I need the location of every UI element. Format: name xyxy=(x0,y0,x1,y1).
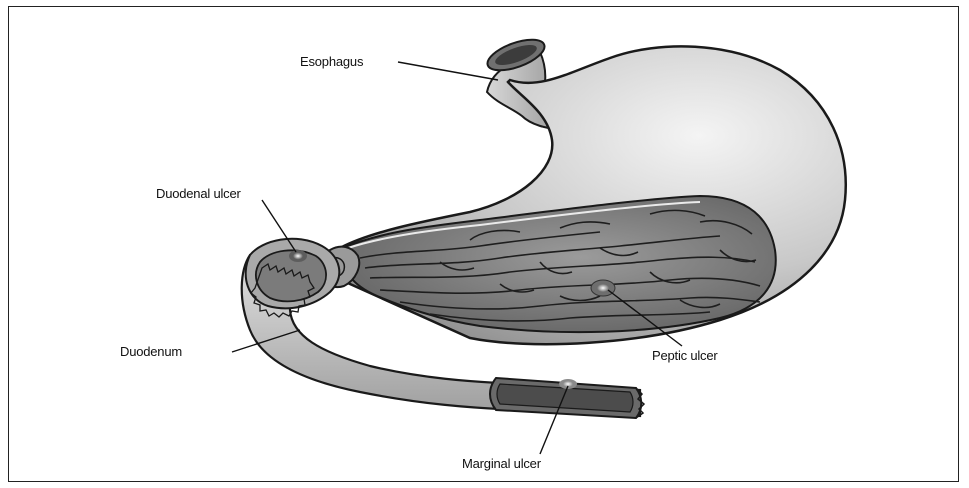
label-marginal-ulcer: Marginal ulcer xyxy=(462,456,541,471)
esophagus-leader xyxy=(398,62,498,80)
label-esophagus: Esophagus xyxy=(300,54,363,69)
label-duodenum: Duodenum xyxy=(120,344,182,359)
label-duodenal-ulcer: Duodenal ulcer xyxy=(156,186,241,201)
label-peptic-ulcer: Peptic ulcer xyxy=(652,348,718,363)
